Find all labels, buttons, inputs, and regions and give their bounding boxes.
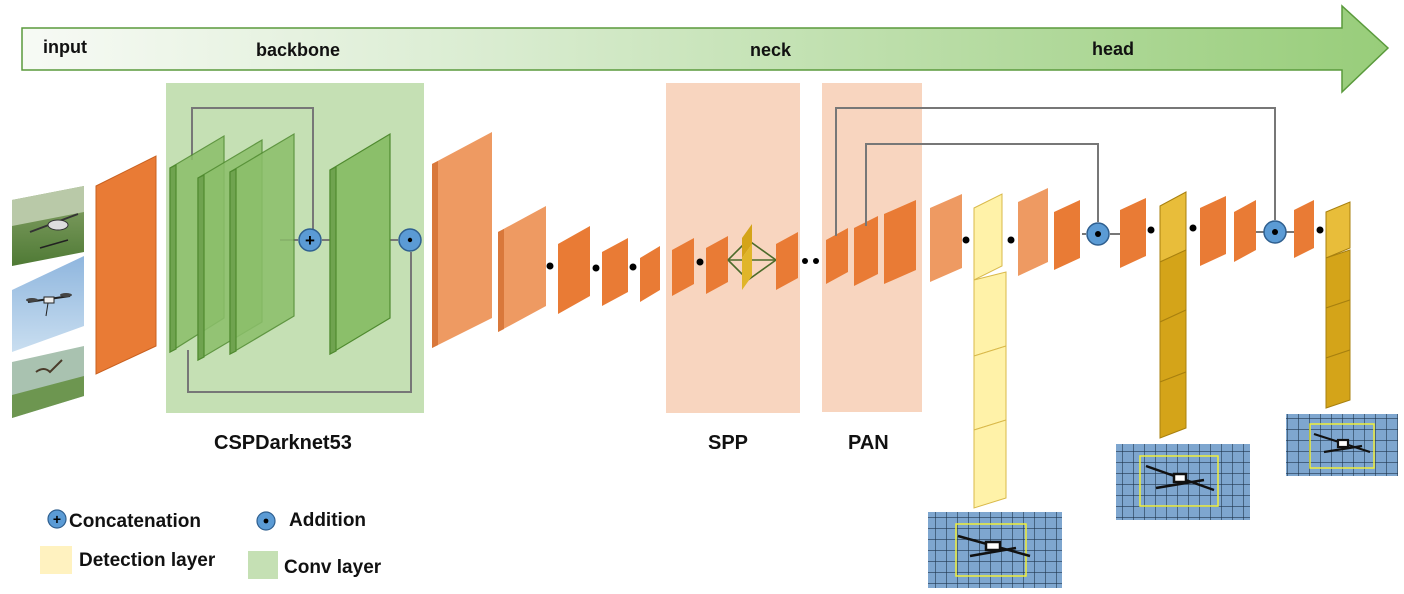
legend-concatenation-label: Concatenation — [69, 511, 201, 532]
stage-label-backbone: backbone — [256, 40, 341, 60]
add-operator-head-2 — [1263, 220, 1287, 244]
csp-layers — [169, 132, 391, 362]
drone-icon — [1313, 432, 1371, 454]
spp-label: SPP — [708, 432, 749, 454]
detection-column-1 — [973, 193, 1007, 509]
pan-skip-connections — [835, 107, 1294, 236]
add-operator-backbone — [398, 228, 422, 252]
plus-circle-icon: + — [47, 509, 67, 529]
stage-arrow — [21, 4, 1390, 94]
conv-layer-swatch — [248, 551, 278, 579]
input-image-stack — [12, 186, 84, 418]
legend-detection-layer-label: Detection layer — [79, 550, 216, 571]
legend-conv-layer-label: Conv layer — [284, 557, 382, 578]
input-feature-map — [95, 155, 157, 375]
add-operator-head-1 — [1086, 222, 1110, 246]
spp-block — [672, 224, 798, 296]
output-grid-small — [1286, 414, 1398, 476]
pan-block — [826, 200, 916, 286]
backbone-block-label: CSPDarknet53 — [214, 432, 352, 454]
legend-addition-label: Addition — [289, 510, 367, 531]
downsample-feature-maps — [432, 132, 660, 348]
detection-column-3 — [1325, 201, 1351, 409]
sequence-dots — [546, 224, 1324, 272]
input-image-helicopter — [12, 186, 84, 266]
drone-icon — [957, 534, 1031, 558]
feature-map — [558, 226, 590, 314]
detection-layer-swatch — [40, 546, 72, 574]
dot-circle-icon — [256, 511, 276, 531]
pan-label: PAN — [848, 432, 889, 454]
detection-column-2 — [1159, 191, 1187, 439]
stage-label-head: head — [1092, 39, 1135, 59]
csp-layer-4 — [329, 132, 391, 356]
feature-map — [498, 206, 546, 332]
input-image-bird — [12, 346, 84, 418]
concat-operator-backbone: + — [298, 228, 322, 252]
head-feature-maps — [930, 188, 1314, 282]
input-image-drone — [12, 256, 84, 352]
drone-icon — [1145, 464, 1215, 492]
output-grid-medium — [1116, 444, 1250, 520]
feature-map — [602, 238, 628, 306]
csp-layer-3 — [229, 132, 295, 356]
svg-text:+: + — [53, 511, 61, 527]
stage-label-neck: neck — [750, 40, 792, 60]
svg-text:+: + — [305, 231, 315, 250]
output-grid-large — [928, 512, 1062, 588]
feature-map — [432, 132, 492, 348]
stage-label-input: input — [43, 37, 87, 57]
feature-map — [640, 246, 660, 302]
